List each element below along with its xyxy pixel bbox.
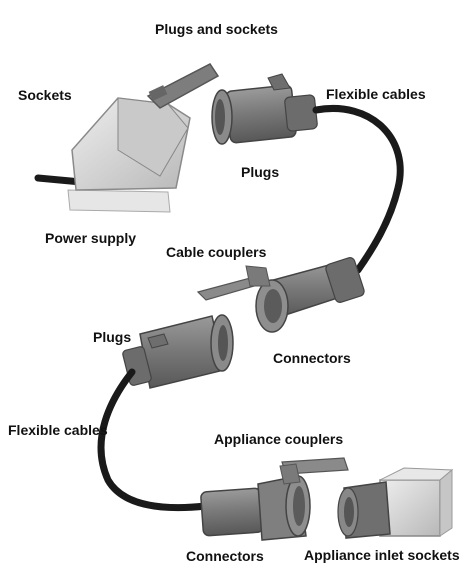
appliance-inlet-socket (337, 467, 454, 539)
label-connectors-bottom: Connectors (186, 548, 264, 564)
diagram-title: Plugs and sockets (155, 21, 278, 37)
socket-base (67, 189, 171, 213)
label-sockets: Sockets (18, 87, 72, 103)
label-appliance-inlet-sockets: Appliance inlet sockets (304, 547, 460, 563)
plug-middle (122, 314, 234, 389)
wall-socket (34, 63, 220, 213)
label-plugs-top: Plugs (241, 164, 280, 180)
flexible-cable-top (312, 105, 404, 274)
label-plugs-middle: Plugs (93, 329, 132, 345)
flexible-cable-left (97, 368, 210, 512)
socket-lid-tab (148, 85, 168, 101)
label-flexible-cables-top: Flexible cables (326, 86, 426, 102)
label-power-supply: Power supply (45, 230, 137, 246)
label-cable-couplers: Cable couplers (166, 244, 267, 260)
label-connectors-middle: Connectors (273, 350, 351, 366)
socket-lid (146, 63, 220, 109)
label-appliance-couplers: Appliance couplers (214, 431, 344, 447)
plug-top (211, 73, 318, 145)
connector-middle (196, 257, 365, 333)
connector-bottom (200, 457, 349, 541)
label-flexible-cables-left: Flexible cables (8, 422, 108, 438)
